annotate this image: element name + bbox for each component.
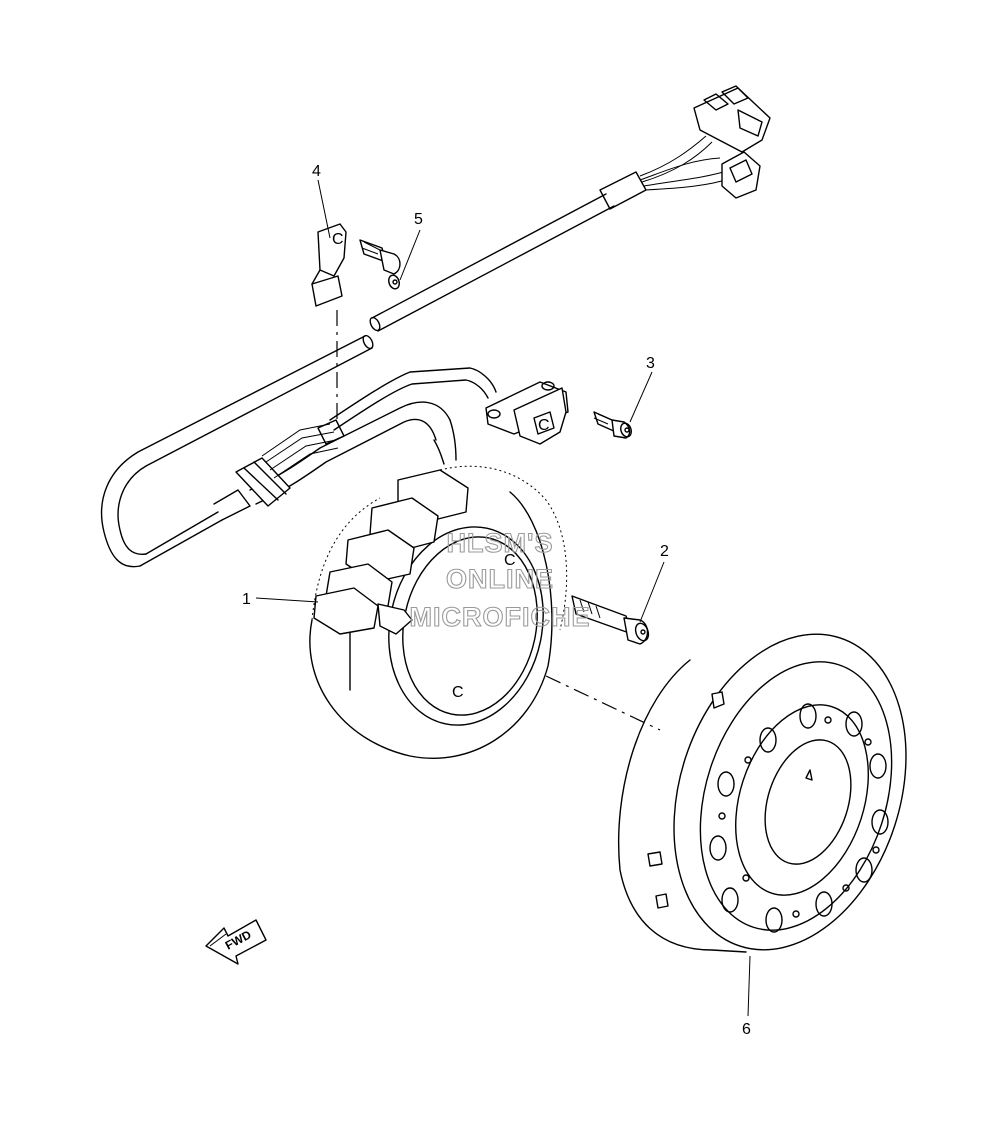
stator-mark-2: C xyxy=(504,552,516,569)
callout-1: 1 xyxy=(242,591,251,608)
watermark: HLSM'S ONLINE MICROFICHE xyxy=(409,527,591,632)
callout-5: 5 xyxy=(414,211,423,228)
screw-5 xyxy=(359,239,401,290)
stator-mark: C xyxy=(452,684,464,701)
harness-connector-large xyxy=(693,85,771,153)
clamp-4: C xyxy=(311,223,347,307)
bracket-mark: C xyxy=(538,417,550,434)
callout-6: 6 xyxy=(742,1021,751,1038)
pickup-coil-bracket: C xyxy=(485,381,569,445)
watermark-line-2: ONLINE xyxy=(446,564,554,594)
wire-harness xyxy=(100,85,771,568)
clamp-mark: C xyxy=(332,231,344,248)
fwd-direction-arrow: FWD xyxy=(205,919,267,965)
bolt-2 xyxy=(571,595,650,645)
rotor-centerline xyxy=(545,675,661,731)
callout-2: 2 xyxy=(660,543,669,560)
screw-3 xyxy=(593,411,632,439)
flywheel-rotor xyxy=(617,633,907,953)
callout-3: 3 xyxy=(646,355,655,372)
stator-coil: C C xyxy=(309,465,568,759)
harness-connector-small xyxy=(721,151,761,199)
watermark-line-1: HLSM'S xyxy=(447,528,554,558)
callout-4: 4 xyxy=(312,163,321,180)
watermark-line-3: MICROFICHE xyxy=(410,602,591,632)
callout-leaders xyxy=(255,179,751,1017)
